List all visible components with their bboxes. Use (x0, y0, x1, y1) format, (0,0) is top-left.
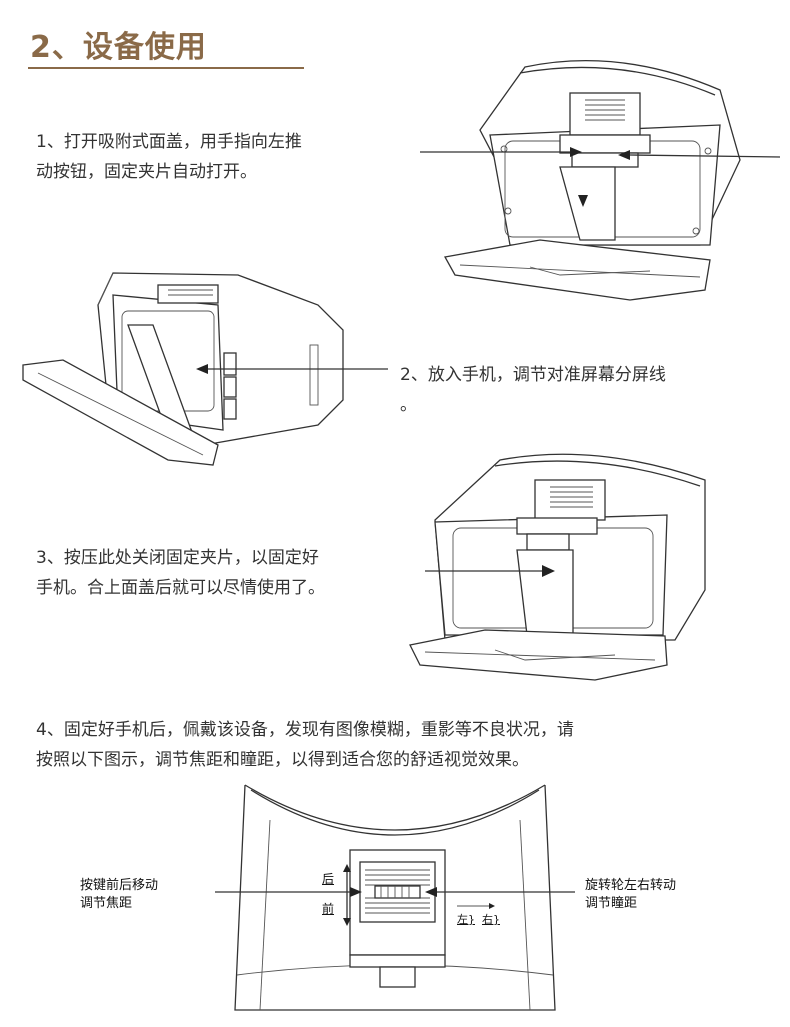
focus-adjust-label: 按键前后移动 调节焦距 (80, 877, 158, 913)
illustration-adjustment (215, 784, 575, 1011)
step4-line1: 4、固定好手机后，佩戴该设备，发现有图像模糊，重影等不良状况，请 (36, 720, 574, 740)
ipd-label-line2: 调节瞳距 (585, 896, 638, 911)
focus-label-line2: 调节焦距 (80, 896, 133, 911)
step1-line2: 动按钮，固定夹片自动打开。 (36, 162, 257, 182)
step3-line1: 3、按压此处关闭固定夹片，以固定好 (36, 548, 319, 568)
step1-text: 1、打开吸附式面盖，用手指向左推 动按钮，固定夹片自动打开。 (36, 127, 302, 187)
step3-line2: 手机。合上面盖后就可以尽情使用了。 (36, 578, 325, 598)
step2-line2: 。 (400, 395, 417, 415)
mark-left: 左} (457, 913, 475, 926)
step1-line1: 1、打开吸附式面盖，用手指向左推 (36, 132, 302, 152)
step2-line1: 2、放入手机，调节对准屏幕分屏线 (400, 365, 666, 385)
heading-underline (28, 67, 304, 69)
step4-line2: 按照以下图示，调节焦距和瞳距，以得到适合您的舒适视觉效果。 (36, 750, 529, 770)
step3-text: 3、按压此处关闭固定夹片，以固定好 手机。合上面盖后就可以尽情使用了。 (36, 543, 325, 603)
illustration-insert-phone (22, 272, 388, 466)
mark-right: 右} (482, 913, 500, 926)
ipd-adjust-label: 旋转轮左右转动 调节瞳距 (585, 877, 676, 913)
focus-label-line1: 按键前后移动 (80, 878, 159, 893)
mark-front: 前 (322, 902, 335, 916)
ipd-label-line1: 旋转轮左右转动 (585, 878, 677, 893)
mark-back: 后 (322, 872, 335, 886)
illustration-open-cover (420, 60, 781, 301)
step4-text: 4、固定好手机后，佩戴该设备，发现有图像模糊，重影等不良状况，请 按照以下图示，… (36, 715, 574, 775)
illustration-close-clip (409, 453, 706, 681)
step2-text: 2、放入手机，调节对准屏幕分屏线 。 (400, 360, 666, 420)
section-heading: 2、设备使用 (30, 30, 207, 65)
